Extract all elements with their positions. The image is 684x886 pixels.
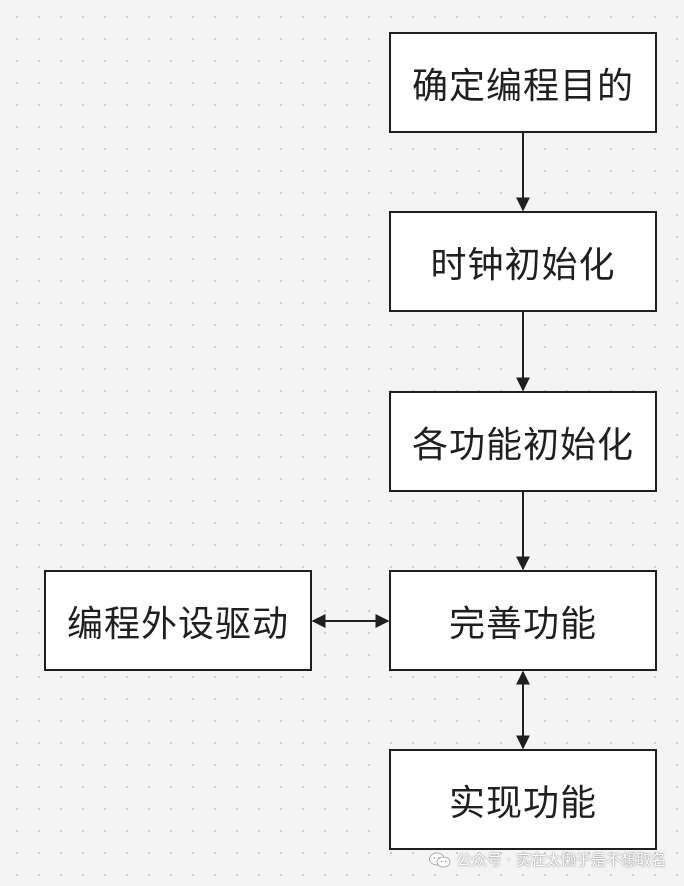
node-determine-purpose[interactable]: 确定编程目的 <box>389 32 657 133</box>
node-label: 各功能初始化 <box>411 424 634 466</box>
node-label: 时钟初始化 <box>430 244 616 286</box>
node-label: 编程外设驱动 <box>66 603 289 645</box>
watermark: 公众号 · 实在太懒于是不想取名 <box>428 849 666 870</box>
node-peripheral-driver[interactable]: 编程外设驱动 <box>44 570 312 671</box>
node-improve-functions[interactable]: 完善功能 <box>389 570 657 671</box>
node-implement-functions[interactable]: 实现功能 <box>389 749 657 850</box>
watermark-text: 公众号 · 实在太懒于是不想取名 <box>456 851 666 869</box>
node-function-init[interactable]: 各功能初始化 <box>389 391 657 492</box>
node-label: 实现功能 <box>448 782 597 824</box>
node-label: 完善功能 <box>448 603 597 645</box>
node-clock-init[interactable]: 时钟初始化 <box>389 211 657 312</box>
wechat-icon <box>428 852 451 867</box>
node-label: 确定编程目的 <box>411 65 634 107</box>
